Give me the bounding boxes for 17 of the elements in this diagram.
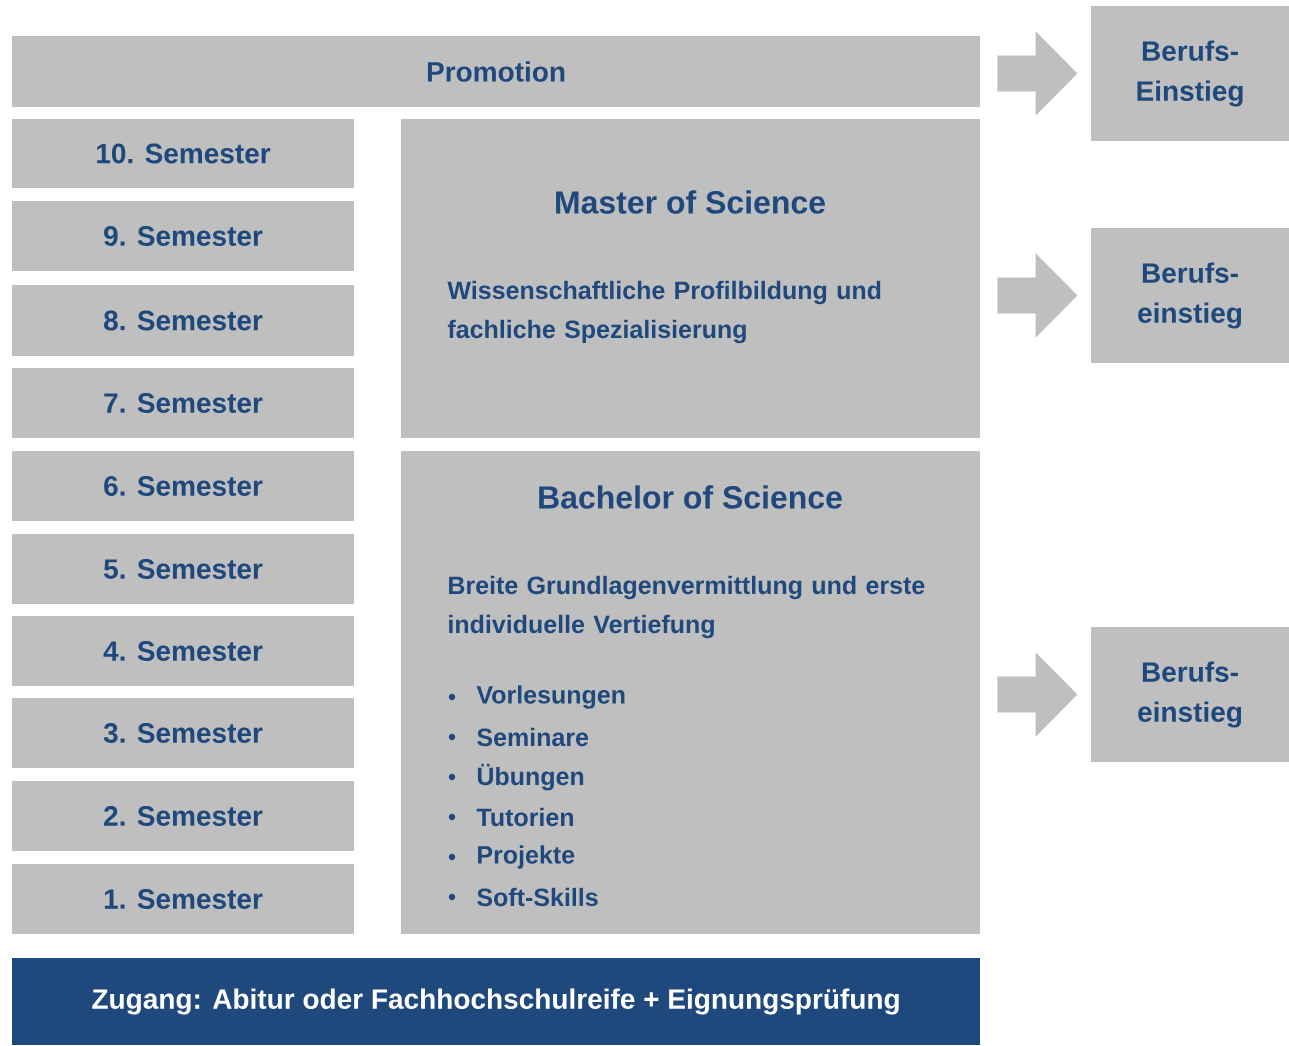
semester-box: 6. Semester — [12, 451, 354, 521]
semester-box: 5. Semester — [12, 534, 354, 604]
semester-box: 10. Semester — [12, 119, 354, 188]
career-box: Berufs- einstieg — [1091, 228, 1289, 363]
semester-box: 2. Semester — [12, 781, 354, 851]
career-box: Berufs- Einstieg — [1091, 6, 1289, 141]
degree-box: Master of Science Wissenschaftliche Profilbildung und fachliche Spezialisierung — [401, 119, 980, 438]
semester-box: 9. Semester — [12, 201, 354, 271]
semester-box: 1. Semester — [12, 864, 354, 934]
semester-box: 3. Semester — [12, 698, 354, 768]
degree-box: Bachelor of Science Breite Grundlagenvermittlung und erste individuelle Vertiefung Vorlesungen Seminare Übungen Tutorien Projekte Soft-Skills — [401, 451, 980, 934]
career-box: Berufs- einstieg — [1091, 627, 1289, 762]
degree-box: Promotion — [12, 36, 980, 107]
semester-box: 8. Semester — [12, 285, 354, 356]
semester-box: 7. Semester — [12, 368, 354, 438]
semester-box: 4. Semester — [12, 616, 354, 686]
admission-banner: Zugang: Abitur oder Fachhochschulreife + Eignungsprüfung — [12, 958, 980, 1045]
